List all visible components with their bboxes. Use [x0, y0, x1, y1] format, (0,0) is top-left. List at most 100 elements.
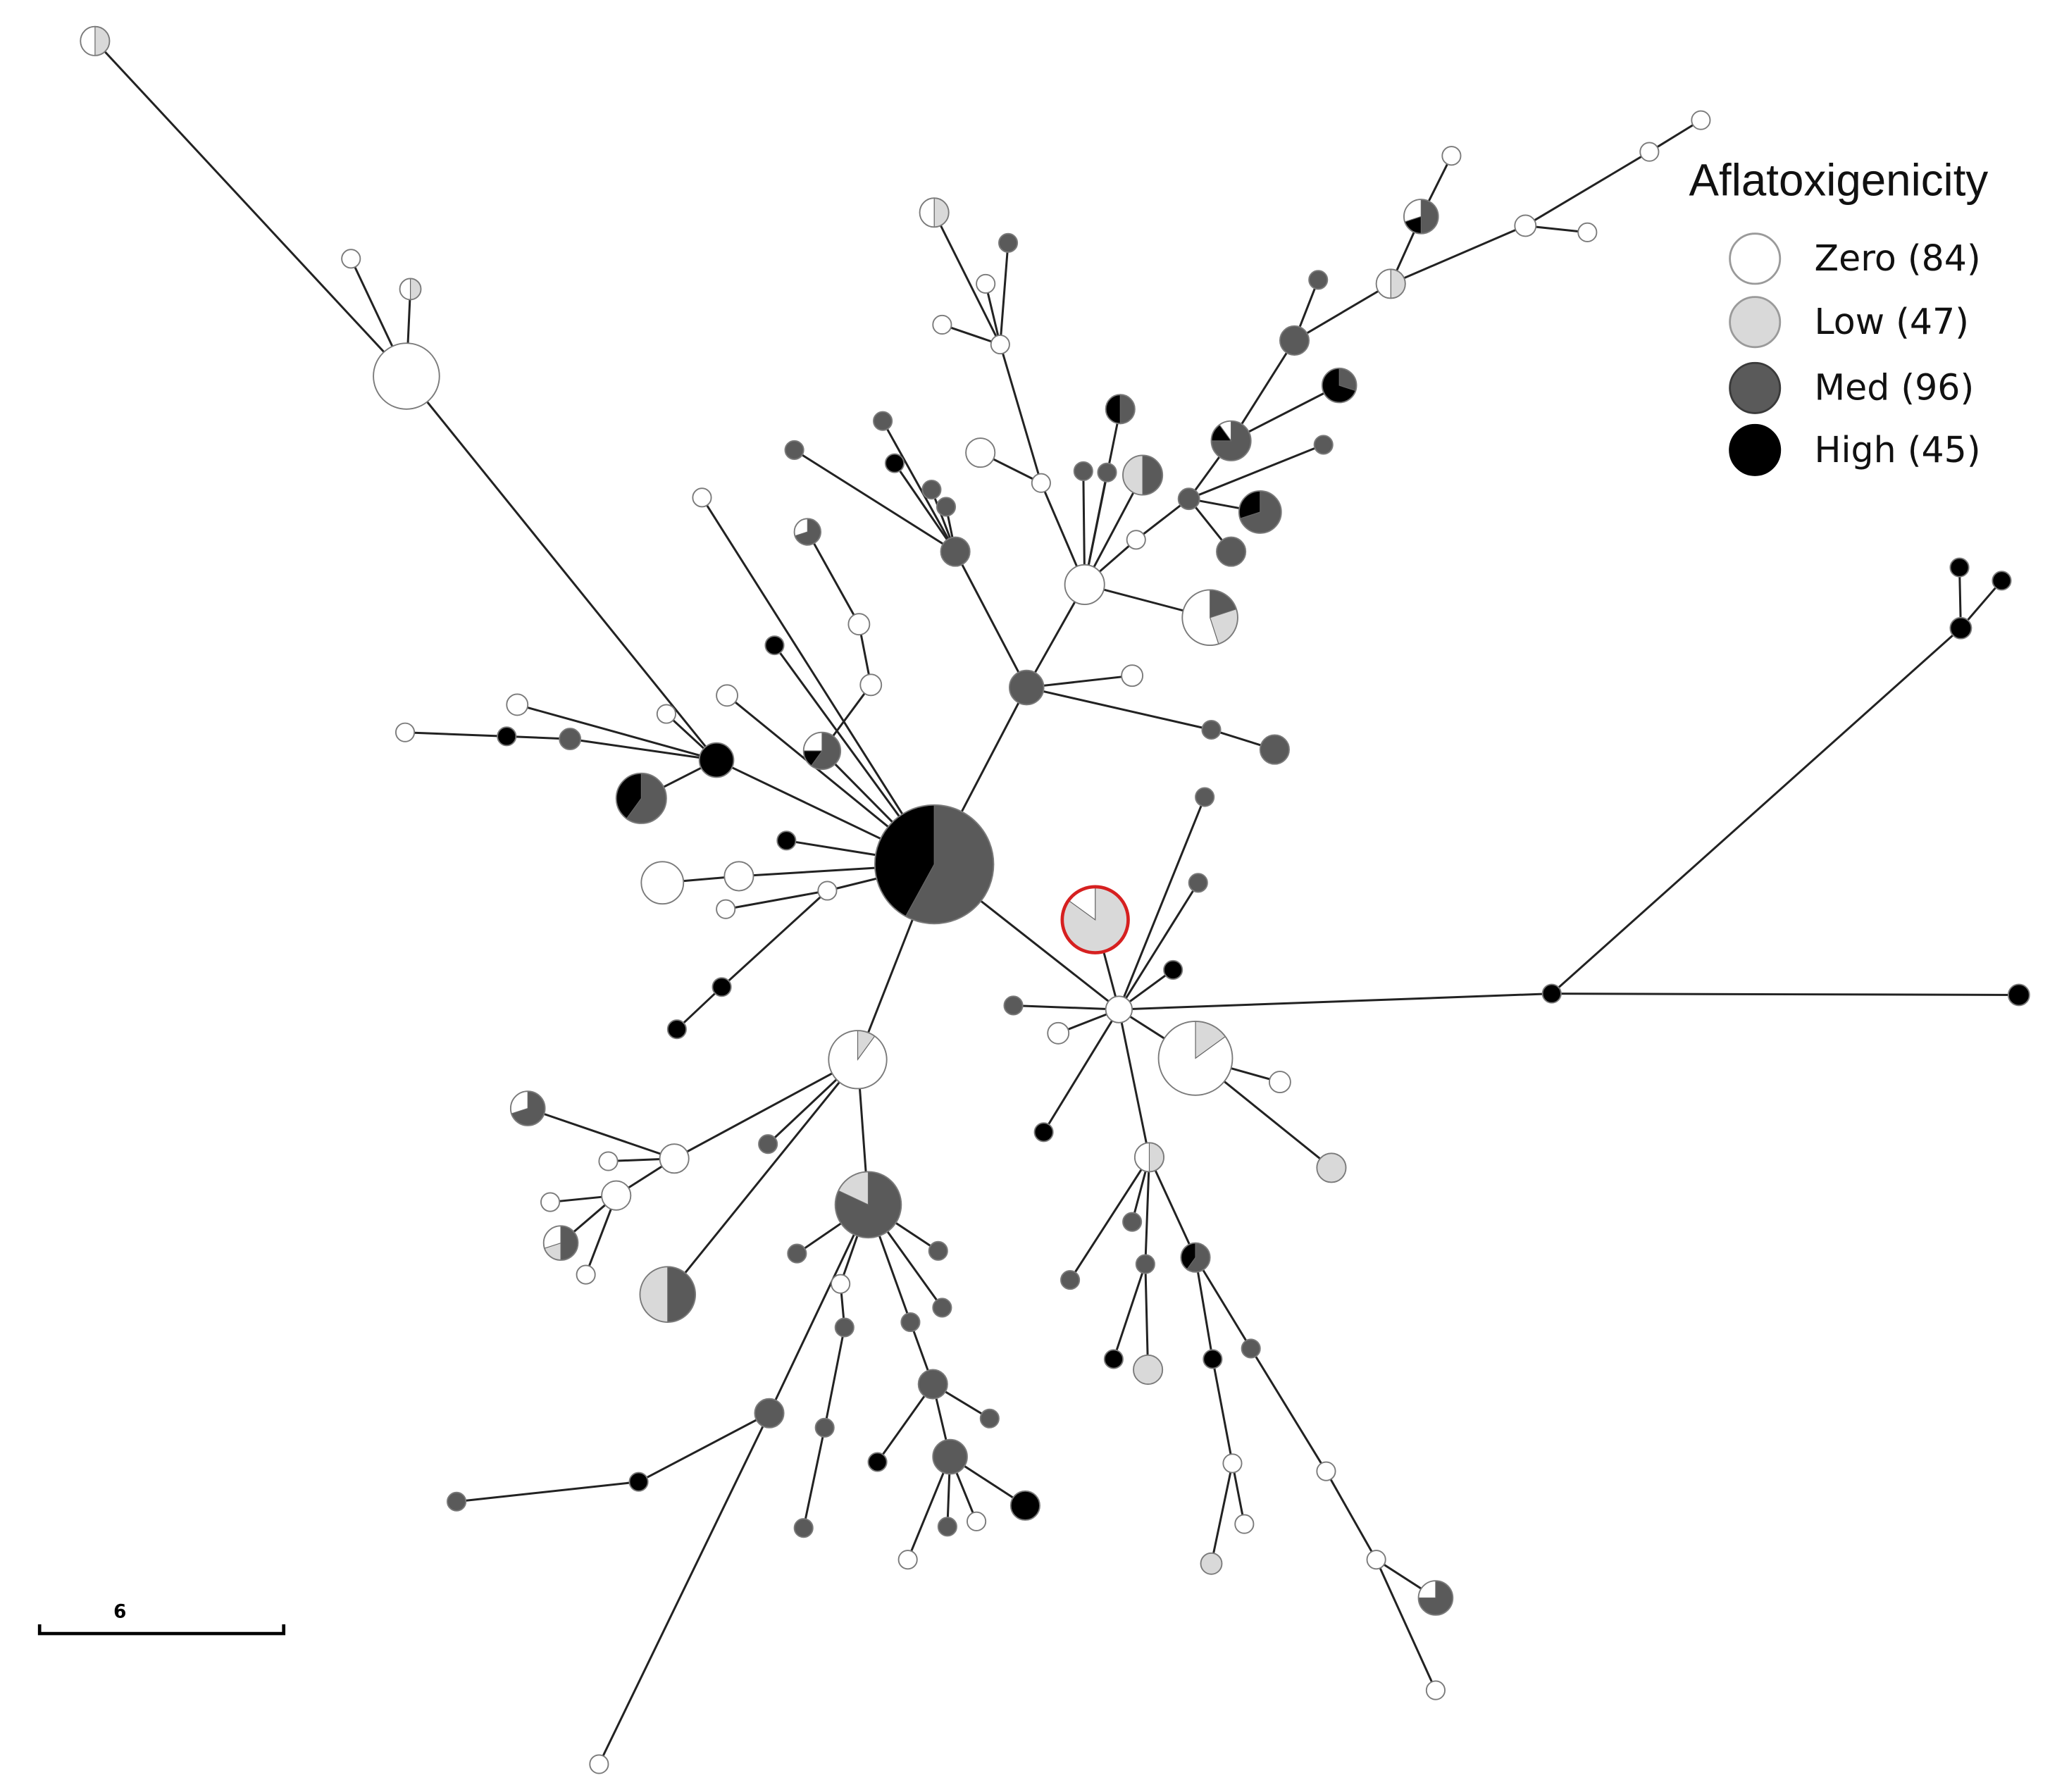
node-outline — [640, 861, 685, 905]
node-slice — [1202, 720, 1221, 740]
node-outline — [1060, 1270, 1081, 1290]
tree-node — [776, 830, 797, 851]
tree-node — [1514, 214, 1537, 237]
node-outline — [867, 1452, 888, 1472]
node-outline — [847, 613, 871, 636]
node-outline — [589, 1754, 609, 1774]
tree-node — [639, 1266, 697, 1323]
node-slice — [1133, 1355, 1163, 1385]
node-outline — [1577, 222, 1598, 242]
tree-node — [716, 684, 738, 707]
node-outline — [1033, 1122, 1054, 1143]
tree-node — [1375, 268, 1406, 299]
node-outline — [976, 273, 996, 294]
tree-node — [1177, 487, 1200, 511]
node-slice — [1122, 454, 1143, 496]
node-outline — [1313, 435, 1334, 455]
node-outline — [1133, 1142, 1164, 1173]
tree-node — [831, 1274, 851, 1294]
tree-node — [1097, 462, 1117, 483]
tree-node — [540, 1192, 561, 1212]
scale-bar-line — [37, 1624, 286, 1636]
node-slice — [399, 278, 411, 300]
tree-edge — [1069, 1157, 1150, 1281]
node-outline — [921, 480, 942, 500]
node-slice — [1367, 1550, 1386, 1569]
tree-edge — [1144, 1264, 1150, 1370]
tree-node — [1313, 435, 1334, 455]
scale-bar: 6 — [37, 1602, 286, 1636]
node-slice — [1203, 1350, 1222, 1369]
tree-node — [976, 273, 996, 294]
tree-node — [1073, 461, 1093, 481]
node-outline — [967, 1511, 987, 1531]
node-outline — [831, 1274, 851, 1294]
node-outline — [1949, 616, 1972, 640]
tree-node — [394, 722, 416, 742]
node-slice — [1105, 996, 1133, 1023]
node-outline — [1210, 420, 1252, 461]
node-outline — [754, 1398, 785, 1429]
node-outline — [1133, 1354, 1164, 1385]
tree-node — [373, 342, 440, 410]
tree-node — [576, 1264, 596, 1285]
node-outline — [1992, 571, 2012, 591]
tree-node — [1188, 873, 1208, 893]
node-slice — [1640, 142, 1659, 161]
node-outline — [692, 487, 712, 508]
node-slice — [1992, 571, 2011, 590]
node-slice — [1064, 564, 1105, 605]
tree-node — [1126, 530, 1146, 550]
node-slice — [94, 26, 111, 56]
node-slice — [1950, 558, 1969, 577]
tree-node — [1033, 1122, 1054, 1143]
node-slice — [1376, 268, 1391, 299]
node-slice — [712, 978, 731, 997]
tree-node — [1031, 473, 1051, 493]
node-outline — [828, 1030, 888, 1090]
tree-node — [1200, 1552, 1223, 1575]
node-slice — [898, 1550, 917, 1569]
node-outline — [1060, 885, 1130, 954]
tree-edge — [1524, 151, 1651, 227]
tree-node — [814, 1417, 835, 1438]
tree-edge — [405, 375, 718, 761]
tree-node — [2007, 983, 2030, 1007]
tree-node — [1441, 146, 1462, 166]
tree-node — [859, 673, 883, 697]
tree-node — [979, 1408, 1000, 1429]
tree-node — [897, 1550, 918, 1570]
node-slice — [1031, 473, 1050, 492]
node-slice — [373, 343, 440, 409]
tree-node — [1060, 1270, 1081, 1290]
legend-label-low: Low (47) — [1814, 301, 1968, 342]
node-outline — [659, 1143, 690, 1174]
node-slice — [1134, 1142, 1150, 1173]
node-outline — [897, 1550, 918, 1570]
node-outline — [787, 1243, 807, 1264]
tree-edge — [676, 986, 723, 1031]
tree-edge — [954, 551, 1028, 688]
node-slice — [507, 694, 528, 716]
tree-node — [601, 1180, 632, 1211]
node-outline — [1009, 1490, 1040, 1521]
node-slice — [998, 233, 1018, 252]
node-slice — [1098, 463, 1117, 482]
node-slice — [559, 728, 581, 750]
tree-edge — [527, 1107, 675, 1160]
tree-node — [884, 453, 905, 473]
node-outline — [998, 232, 1019, 253]
node-slice — [933, 1439, 967, 1474]
tree-node — [1425, 1680, 1446, 1700]
tree-node — [659, 1143, 690, 1174]
tree-edge — [1231, 1463, 1245, 1524]
tree-edge — [933, 212, 1002, 345]
legend-label-high: High (45) — [1814, 429, 1980, 471]
node-outline — [1180, 1242, 1211, 1273]
legend-label-med: Med (96) — [1814, 367, 1974, 409]
tree-node — [758, 1134, 778, 1155]
node-outline — [716, 899, 736, 919]
node-slice — [1200, 1553, 1222, 1574]
node-outline — [394, 722, 416, 742]
tree-node — [1210, 420, 1252, 461]
